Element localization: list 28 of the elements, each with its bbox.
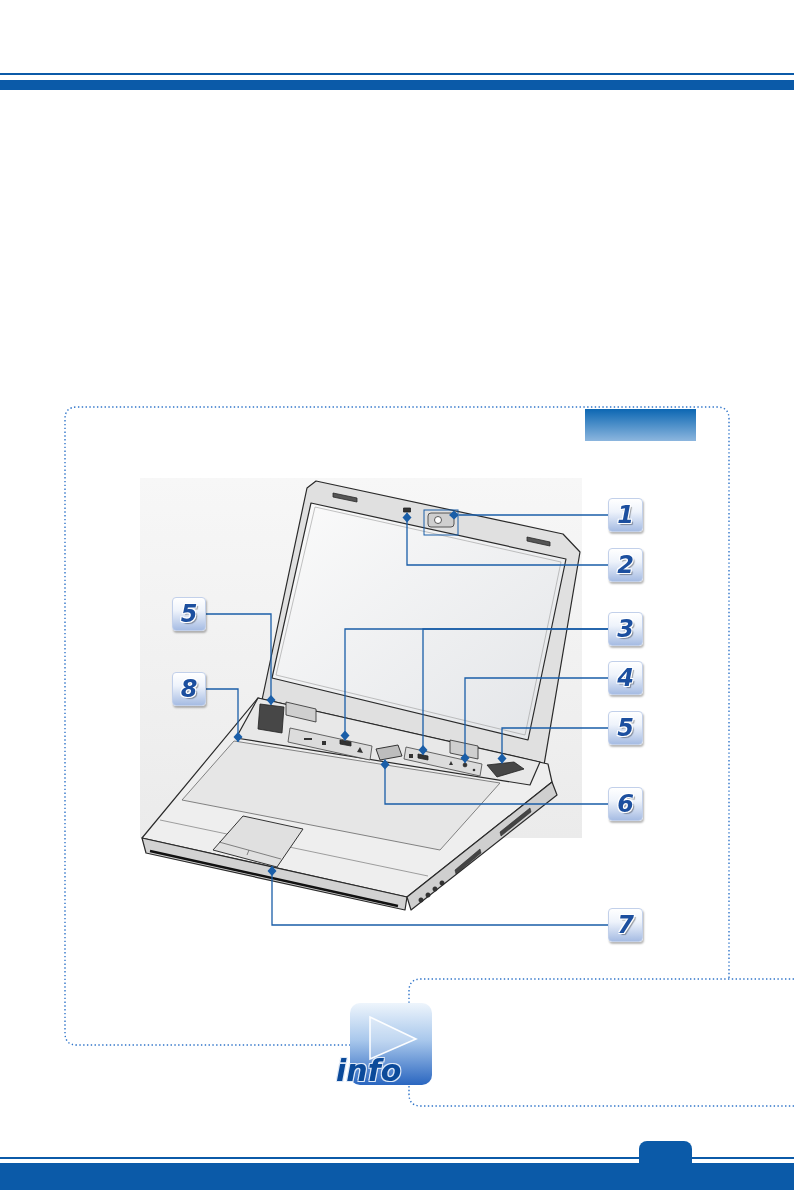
callout-number: 5 [172,597,206,631]
callout-number: 5 [608,711,643,745]
leader-line [205,613,276,706]
section-tab [585,409,696,441]
callout-number: 3 [608,612,643,646]
leader-line [267,865,609,926]
callout-number: 7 [608,908,643,942]
microphone [403,507,411,513]
power-button [375,744,403,761]
callout-number: 2 [608,548,643,582]
leader-line [205,688,243,743]
callout-number: 4 [608,661,643,695]
leader-line [418,628,609,756]
leader-line [460,677,609,764]
leader-line [497,727,609,765]
launch-button [339,739,352,747]
speaker-grille [257,703,285,734]
leader-line [380,758,609,805]
keyboard-area [181,740,501,851]
callout-number: 1 [608,498,643,532]
launch-button [417,753,429,761]
callout-number: 6 [608,787,643,821]
callout-number: 8 [172,672,206,706]
status-led [462,762,468,768]
leader-line [402,511,609,566]
touchpad [212,815,304,868]
webcam [423,509,459,536]
speaker-grille [486,761,525,778]
